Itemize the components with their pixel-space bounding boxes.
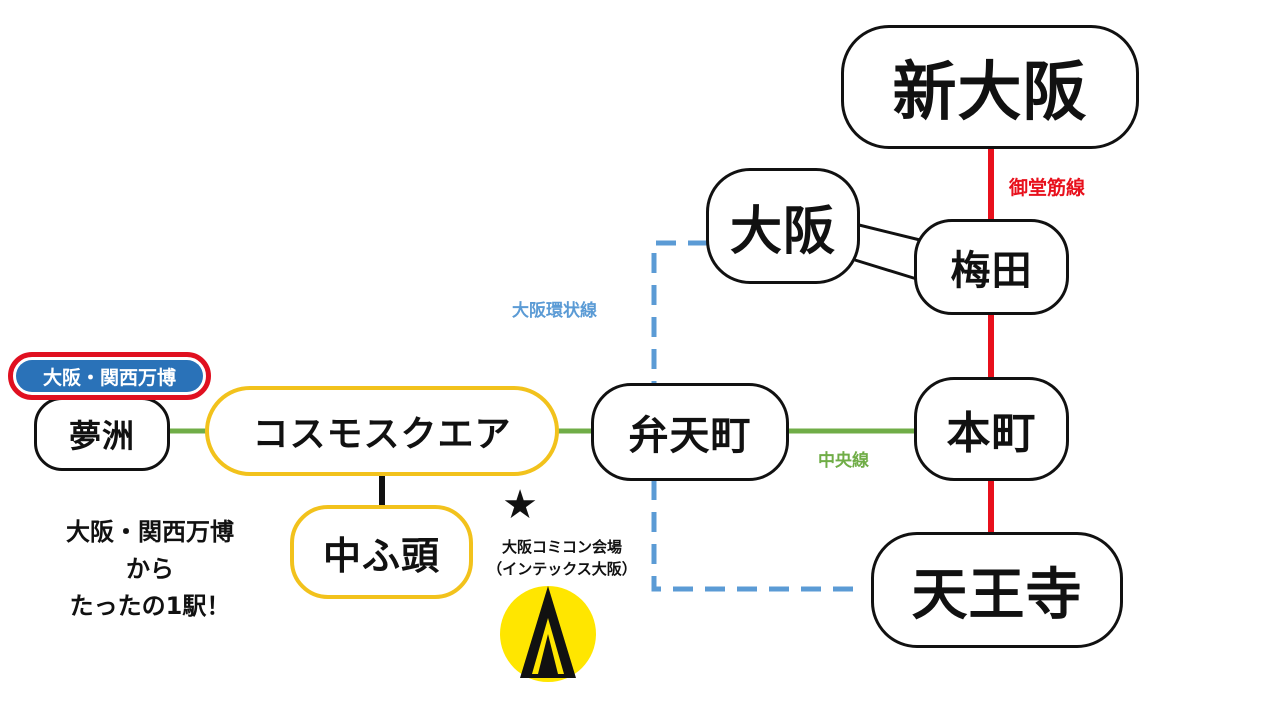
station-umeda[interactable]: 梅田: [914, 219, 1069, 315]
expo-note: 大阪・関西万博 から たったの1駅！: [30, 514, 270, 625]
loop-line-label: 大阪環状線: [512, 301, 597, 321]
chuo-line-label: 中央線: [818, 451, 869, 471]
station-tennoji[interactable]: 天王寺: [871, 532, 1123, 648]
station-label: コスモスクエア: [252, 414, 512, 455]
venue-star-icon: ★: [502, 482, 538, 528]
station-nakafuto[interactable]: 中ふ頭: [290, 505, 473, 599]
station-label: 新大阪: [892, 56, 1088, 130]
expo-badge: 大阪・関西万博: [8, 352, 211, 400]
venue-name: 大阪コミコン会場: [501, 538, 622, 556]
station-label: 弁天町: [628, 413, 752, 459]
note-line: 大阪・関西万博: [66, 518, 234, 546]
station-label: 大阪: [729, 201, 836, 262]
loop-line-path: [651, 240, 708, 387]
note-line: たったの1駅！: [69, 592, 231, 620]
expo-badge-label: 大阪・関西万博: [16, 360, 203, 392]
station-shin-osaka[interactable]: 新大阪: [841, 25, 1139, 149]
station-label: 中ふ頭: [322, 533, 440, 578]
station-label: 本町: [946, 408, 1037, 459]
venue-logo-icon: [500, 586, 596, 682]
station-cosmosquare[interactable]: コスモスクエア: [205, 386, 559, 476]
station-honmachi[interactable]: 本町: [914, 377, 1069, 481]
transfer-connector: [854, 222, 921, 242]
venue-subname: （インテックス大阪）: [487, 560, 637, 578]
transfer-connector: [854, 258, 921, 282]
station-bentencho[interactable]: 弁天町: [591, 383, 789, 481]
midosuji-line-label: 御堂筋線: [1009, 177, 1086, 199]
loop-line-path: [651, 480, 864, 592]
station-label: 梅田: [950, 248, 1033, 294]
station-label: 天王寺: [911, 562, 1083, 628]
station-yumeshima[interactable]: 夢洲: [34, 397, 170, 471]
note-line: から: [126, 555, 174, 583]
station-label: 夢洲: [68, 417, 135, 455]
station-osaka[interactable]: 大阪: [706, 168, 860, 284]
venue-label: 大阪コミコン会場 （インテックス大阪）: [462, 536, 662, 580]
